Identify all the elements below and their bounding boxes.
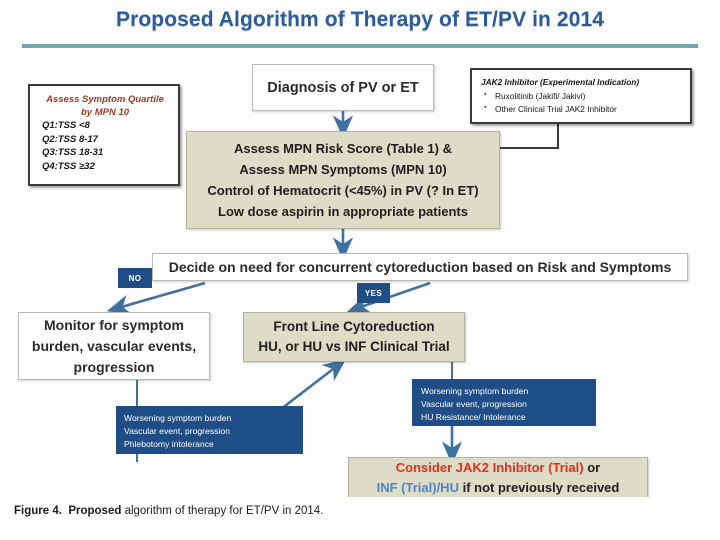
front-line-cytoreduction-box: Front Line Cytoreduction HU, or HU vs IN… [243, 312, 465, 362]
frontline-line-1: Front Line Cytoreduction [273, 319, 435, 334]
consider-line1-tail: or [583, 460, 601, 475]
consider-line-2: INF (Trial)/HU if not previously receive… [377, 478, 620, 498]
decide-cytoreduction-box: Decide on need for concurrent cytoreduct… [152, 253, 688, 281]
branch-label-no: NO [118, 268, 152, 288]
slide-canvas: Proposed Algorithm of Therapy of ET/PV i… [0, 0, 720, 497]
frontline-line-2: HU, or HU vs INF Clinical Trial [258, 339, 450, 354]
jak2-item-list: Ruxolitinib (Jakifi/ Jakivi) Other Clini… [481, 89, 682, 116]
assess-line-2: Assess MPN Symptoms (MPN 10) [239, 162, 447, 177]
right-callout-line-1: Worsening symptom burden [421, 386, 529, 396]
jak2-item-ruxolitinib: Ruxolitinib (Jakifi/ Jakivi) [484, 89, 682, 103]
quartile-row-q1: Q1:TSS <8 [42, 120, 90, 131]
monitor-line-1: Monitor for symptom [44, 316, 184, 333]
monitor-line-3: progression [73, 358, 155, 375]
assess-mpn-box: Assess MPN Risk Score (Table 1) & Assess… [186, 131, 500, 229]
consider-jak2-trial-text: Consider JAK2 Inhibitor (Trial) [395, 460, 584, 475]
caption-rest: algorithm of therapy for ET/PV in 2014. [121, 505, 324, 517]
symptom-quartile-box: Assess Symptom Quartile by MPN 10 Q1:TSS… [28, 84, 180, 186]
figure-caption-area: Figure 4. Proposed algorithm of therapy … [0, 497, 720, 540]
diagnosis-box: Diagnosis of PV or ET [252, 64, 434, 111]
title-divider [22, 44, 698, 48]
jak2-item-other-trial: Other Clinical Trial JAK2 Inhibitor [484, 102, 682, 116]
branch-label-yes: YES [357, 283, 390, 303]
consider-jak2-box: Consider JAK2 Inhibitor (Trial) or INF (… [348, 457, 648, 499]
quartile-row-q4: Q4:TSS ≥32 [42, 160, 95, 172]
assess-line-3: Control of Hematocrit (<45%) in PV (? In… [207, 183, 479, 198]
left-callout-line-3: Phlebotomy intolerance [124, 439, 214, 450]
quartile-row-q3: Q3:TSS 18-31 [42, 147, 104, 158]
quartile-title: Assess Symptom Quartile by MPN 10 [40, 93, 170, 119]
quartile-title-line2: by MPN 10 [80, 107, 130, 118]
left-progression-callout: Worsening symptom burden Vascular event,… [116, 406, 303, 454]
assess-line-4: Low dose aspirin in appropriate patients [218, 204, 468, 219]
consider-inf-trial-text: INF (Trial)/HU [376, 480, 459, 495]
caption-label: Figure 4. [14, 505, 62, 517]
right-callout-line-3: HU Resistance/ Intolerance [421, 412, 526, 423]
left-callout-line-2: Vascular event, progression [124, 426, 230, 437]
assess-line-1: Assess MPN Risk Score (Table 1) & [234, 141, 452, 156]
quartile-row-q2: Q2:TSS 8-17 [42, 133, 98, 145]
jak2-box-title: JAK2 Inhibitor (Experimental Indication) [481, 77, 640, 87]
monitor-box: Monitor for symptom burden, vascular eve… [18, 312, 210, 380]
right-progression-callout: Worsening symptom burden Vascular event,… [412, 379, 596, 426]
monitor-line-2: burden, vascular events, [31, 337, 197, 354]
jak2-inhibitor-box: JAK2 Inhibitor (Experimental Indication)… [470, 68, 692, 124]
consider-line2-tail: if not previously received [458, 480, 620, 495]
right-callout-line-2: Vascular event, progression [421, 399, 527, 410]
diagnosis-line-1: Diagnosis of PV or ET [267, 79, 419, 96]
quartile-title-line1: Assess Symptom Quartile [46, 94, 164, 105]
left-callout-line-1: Worsening symptom burden [124, 413, 232, 423]
caption-bold-word: Proposed [68, 505, 122, 517]
page-title: Proposed Algorithm of Therapy of ET/PV i… [115, 8, 605, 31]
decide-line-1: Decide on need for concurrent cytoreduct… [168, 259, 672, 275]
consider-line-1: Consider JAK2 Inhibitor (Trial) or [396, 458, 600, 478]
figure-caption: Figure 4. Proposed algorithm of therapy … [14, 505, 323, 517]
